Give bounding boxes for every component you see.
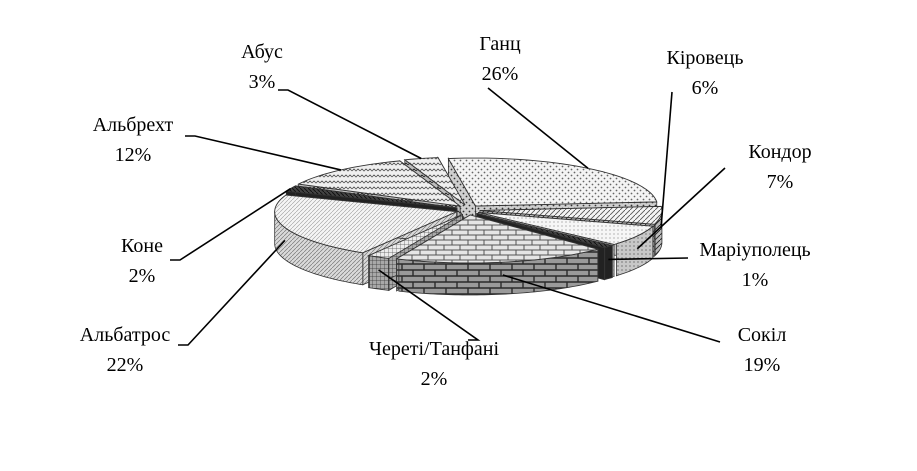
slice-6-top: [274, 194, 459, 254]
leader-line-2: [636, 167, 726, 250]
pie-top-layer: [274, 157, 663, 264]
slice-percent-5: 2%: [421, 368, 448, 390]
slice-1-top: [479, 205, 663, 225]
leader-line-1: [660, 91, 673, 229]
slice-percent-6: 22%: [107, 354, 144, 376]
leader-line-0: [487, 87, 589, 169]
leader-line-4: [502, 274, 721, 343]
slice-0-top: [447, 157, 658, 207]
slice-4-top: [395, 214, 600, 264]
slice-8-top: [297, 160, 462, 207]
slice-percent-0: 26%: [482, 63, 519, 85]
leader-lines: [170, 87, 726, 346]
slice-percent-9: 3%: [249, 71, 276, 93]
slice-label-1: Кіровець: [667, 47, 744, 69]
slice-2-top: [478, 212, 654, 245]
slice-label-3: Маріуполець: [699, 239, 810, 261]
slice-percent-8: 12%: [115, 144, 152, 166]
leader-line-9: [278, 89, 422, 160]
slice-percent-4: 19%: [744, 354, 781, 376]
slice-9-top: [403, 157, 466, 206]
slice-label-7: Коне: [121, 235, 163, 257]
slice-percent-2: 7%: [767, 171, 794, 193]
slice-label-6: Альбатрос: [80, 324, 171, 346]
slice-percent-1: 6%: [692, 77, 719, 99]
slice-label-8: Альбрехт: [93, 114, 174, 136]
slice-label-4: Сокіл: [738, 324, 787, 346]
slice-outer-wall: [369, 255, 390, 291]
leader-line-8: [185, 135, 342, 171]
slice-3-top: [476, 213, 615, 249]
slice-percent-3: 1%: [742, 269, 769, 291]
slice-label-2: Кондор: [748, 141, 811, 163]
leader-line-6: [178, 239, 286, 346]
slice-label-0: Ганц: [479, 33, 521, 55]
leader-line-3: [608, 257, 689, 261]
slice-percent-7: 2%: [129, 265, 156, 287]
slice-outer-wall: [604, 244, 613, 281]
slice-label-9: Абус: [241, 41, 283, 63]
leader-line-7: [170, 187, 292, 261]
leader-line-5: [378, 269, 481, 341]
slice-label-5: Череті/Танфані: [369, 338, 499, 360]
slice-5-top: [366, 214, 463, 259]
slice-labels: Ганц 26% Кіровець 6% Кондор 7% Маріуполець 1% Со…: [80, 33, 812, 390]
